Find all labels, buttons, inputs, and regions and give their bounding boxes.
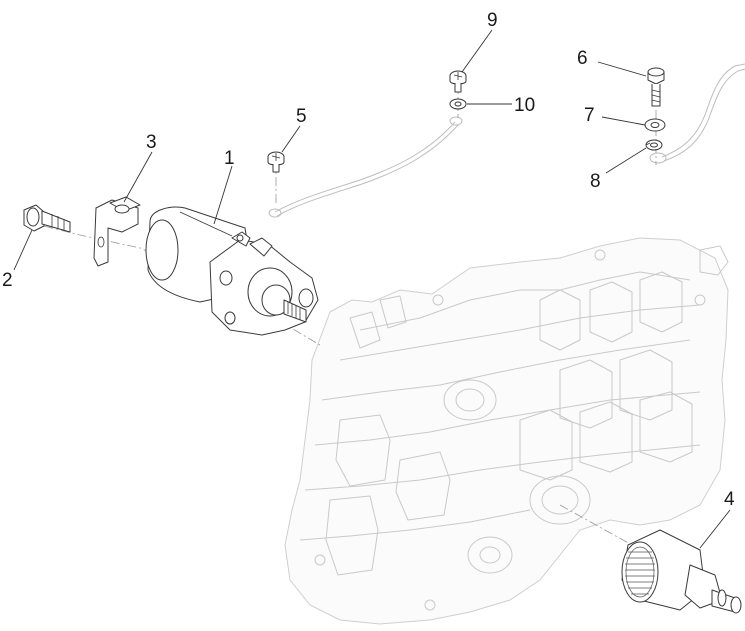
engine-crankcase-ghost [284,237,729,625]
callout-1: 1 [224,148,235,169]
ground-cable [268,116,463,218]
callout-2: 2 [2,270,13,291]
callout-7: 7 [584,105,595,126]
cable-washer-part [449,98,467,110]
callout-10: 10 [514,95,535,116]
flat-washer-part [644,118,666,132]
power-cable [649,63,745,164]
mounting-bracket-part [93,196,141,267]
flange-bolt-part [23,204,71,233]
callout-4: 4 [724,489,735,510]
leader-lines [13,29,731,549]
cable-screw-part [449,70,467,93]
callout-5: 5 [296,106,307,127]
starter-motor-part [145,206,319,336]
starter-clutch-gear-part [621,529,742,614]
callout-9: 9 [487,10,498,31]
callout-3: 3 [146,132,157,153]
callout-6: 6 [577,48,588,69]
ground-screw-part [267,151,285,173]
callout-8: 8 [590,171,601,192]
terminal-bolt-part [647,67,665,107]
lock-washer-part [645,139,663,151]
